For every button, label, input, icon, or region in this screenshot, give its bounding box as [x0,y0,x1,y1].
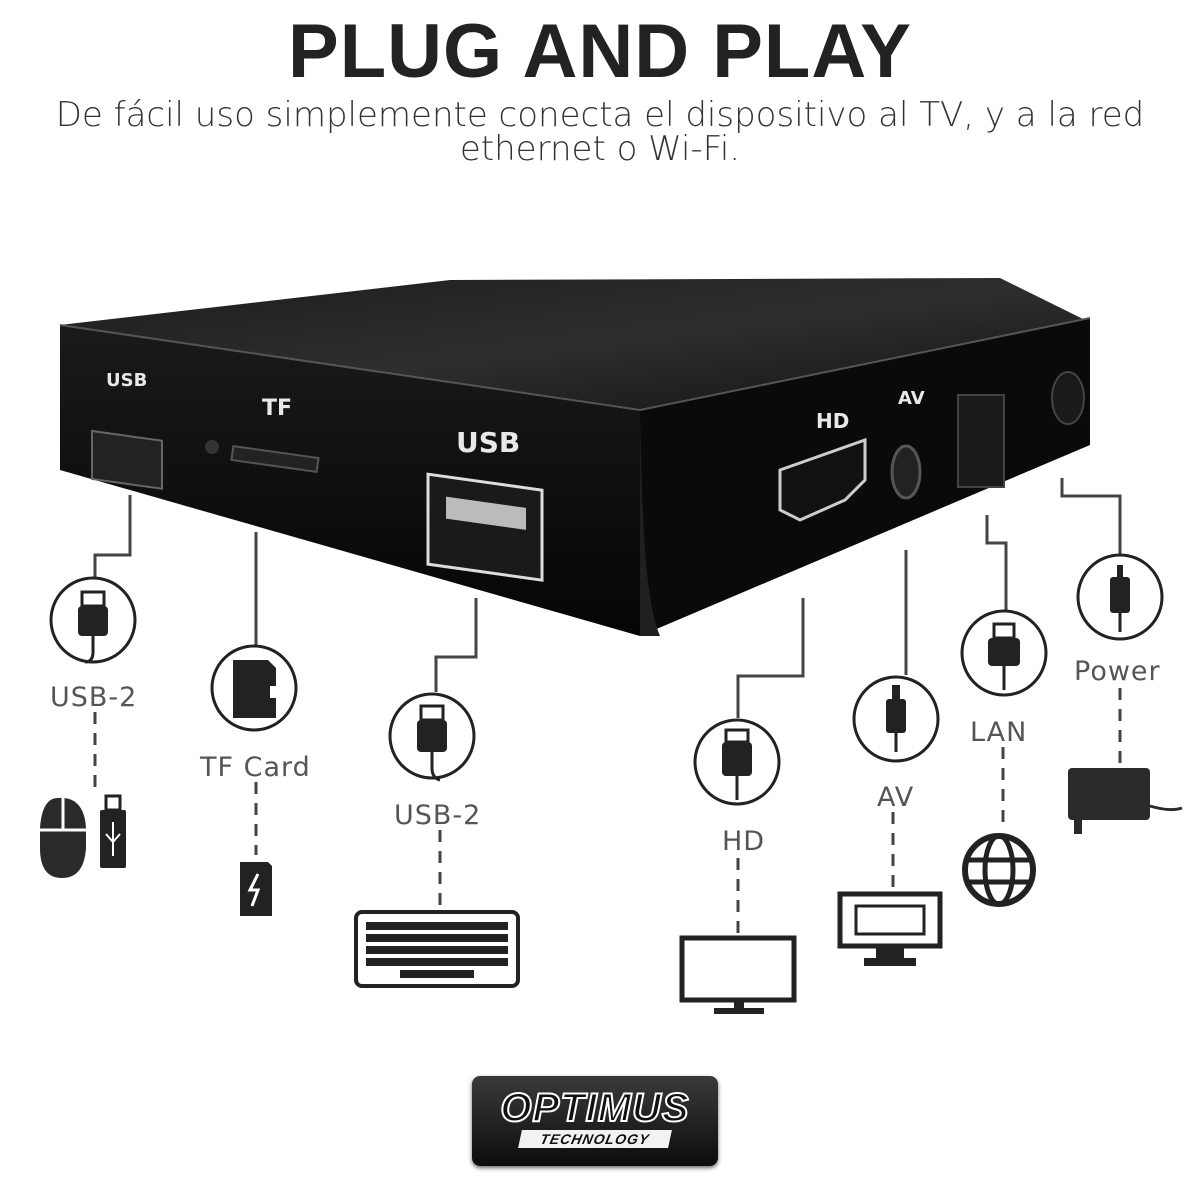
connection-label: AV [877,782,914,813]
sd-card-icon [210,644,298,732]
monitor-icon [679,935,797,1014]
logo-sub-text: TECHNOLOGY [518,1130,672,1148]
page-subtitle: De fácil uso simplemente conecta el disp… [55,95,1145,169]
usb-plug-icon [49,576,137,664]
hdmi-port [778,437,867,522]
connection-label: LAN [970,717,1027,748]
usb-drive-icon [100,794,126,868]
port-label-usb-side: USB [106,370,147,391]
tf-slot [230,444,320,474]
hdmi-plug-icon [693,718,781,806]
globe-icon [962,833,1036,907]
port-label-tf: TF [262,396,292,421]
keyboard-icon [354,910,520,988]
dashed-lines [93,688,1122,935]
usb-side-port [91,429,163,490]
mouse-icon [40,797,86,878]
av-plug-icon [852,675,940,763]
connection-label: USB-2 [50,682,137,713]
page-title: PLUG AND PLAY [288,9,912,94]
power-adapter-icon [1068,768,1183,834]
lan-port [957,394,1005,488]
flash-card-icon [240,862,272,916]
power-port [1051,371,1085,425]
connector-lines [93,478,1122,718]
lan-plug-icon [960,609,1048,697]
optimus-logo: OPTIMUS TECHNOLOGY [472,1076,718,1166]
power-plug-icon [1076,553,1164,641]
connection-label: USB-2 [394,800,481,831]
av-port [890,444,922,500]
connection-label: TF Card [199,752,311,783]
port-label-usb-front: USB [456,426,520,459]
connection-label: HD [722,826,765,857]
usb-plug-icon [388,692,476,782]
port-label-hd: HD [816,409,849,433]
connection-label: Power [1074,656,1161,687]
port-label-av: AV [898,388,925,409]
tv-icon [837,891,943,966]
tv-box-device: USB TF USB HD AV [59,278,1091,636]
logo-main-text: OPTIMUS [499,1085,690,1131]
reset-hole [205,440,219,454]
